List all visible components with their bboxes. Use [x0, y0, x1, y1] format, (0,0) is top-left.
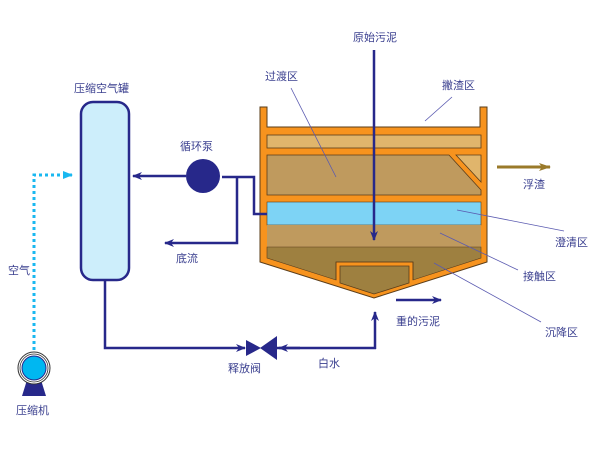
- label-compressor: 压缩机: [16, 403, 49, 417]
- leader-clarification: [456, 209, 565, 232]
- circulation-pump-icon[interactable]: [186, 159, 220, 193]
- label-white-water: 白水: [318, 356, 340, 370]
- leader-skimming: [424, 96, 453, 122]
- scum-chute: [455, 154, 482, 184]
- compressor-icon[interactable]: [17, 351, 51, 396]
- air-line: [32, 171, 73, 350]
- label-underflow: 底流: [176, 251, 198, 265]
- leader-lines: [290, 87, 565, 323]
- hopper-wall-outline: [335, 261, 414, 280]
- label-compressed-air-tank: 压缩空气罐: [74, 81, 129, 95]
- label-clarification-zone: 澄清区: [555, 235, 588, 249]
- compressed-air-tank: [79, 100, 131, 282]
- label-air: 空气: [8, 263, 30, 277]
- pipes: [103, 50, 442, 352]
- label-skimming-zone: 撇渣区: [442, 78, 475, 92]
- label-transition-zone: 过渡区: [265, 69, 298, 83]
- label-raw-sludge: 原始污泥: [353, 30, 397, 44]
- leader-settling: [433, 262, 542, 323]
- tank-to-valve-pipe: [103, 280, 246, 352]
- sludge-hopper: [339, 265, 410, 295]
- label-release-valve: 释放阀: [228, 361, 261, 375]
- leader-transition: [290, 87, 337, 178]
- label-contact-zone: 接触区: [523, 269, 556, 283]
- label-settling-zone: 沉降区: [545, 325, 578, 339]
- label-float-scum: 浮渣: [523, 177, 545, 191]
- label-circulation-pump: 循环泵: [180, 140, 213, 153]
- leader-contact: [439, 232, 519, 271]
- label-heavy-sludge: 重的污泥: [396, 314, 440, 328]
- release-valve-icon[interactable]: [246, 336, 277, 360]
- underflow-pipe: [164, 177, 239, 247]
